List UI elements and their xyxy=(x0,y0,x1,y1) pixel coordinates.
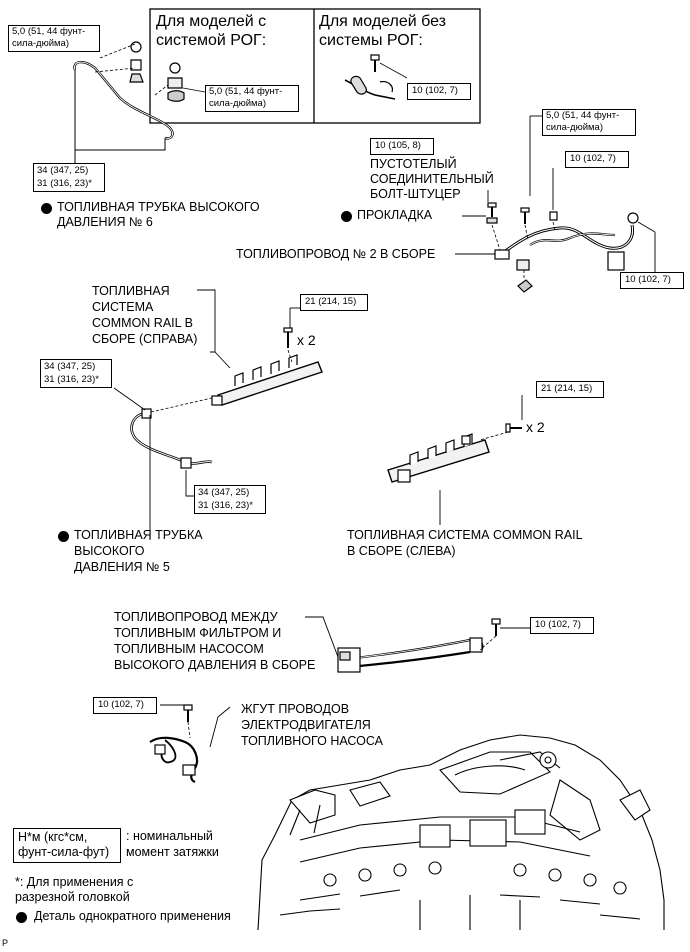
torque-value-unit: сила-дюйма) xyxy=(546,122,603,133)
header-without-rog-line2: системы РОГ: xyxy=(319,32,423,49)
single-use-marker xyxy=(41,203,52,214)
fuel-pipe-2-assembly xyxy=(455,115,656,293)
label-hp-pipe5-line3: ДАВЛЕНИЯ № 5 xyxy=(74,560,170,574)
torque-value: 10 (102, 7) xyxy=(570,153,616,164)
torque-box-filter-pipe: 10 (102, 7) xyxy=(530,617,594,634)
clamp-with-rog xyxy=(154,62,206,102)
label-hollow-bolt-line1: ПУСТОТЕЛЫЙ xyxy=(370,157,457,171)
torque-value: 10 (102, 7) xyxy=(625,274,671,285)
label-hp-pipe5-line1: ТОПЛИВНАЯ ТРУБКА xyxy=(74,528,203,542)
torque-value: 5,0 (51, 44 фунт- xyxy=(12,26,86,37)
legend-single-use: Деталь однократного применения xyxy=(34,909,231,923)
torque-value: 10 (102, 7) xyxy=(98,699,144,710)
label-rail-right-line2: СИСТЕМА xyxy=(92,300,154,314)
label-rail-right-line4: СБОРЕ (СПРАВА) xyxy=(92,332,198,346)
label-harness-line2: ЭЛЕКТРОДВИГАТЕЛЯ xyxy=(241,718,371,732)
label-hp-pipe6-line2: ДАВЛЕНИЯ № 6 xyxy=(57,215,153,229)
torque-value: 10 (102, 7) xyxy=(535,619,581,630)
engine-block xyxy=(257,734,665,931)
filter-to-pump-pipe xyxy=(305,616,530,673)
label-gasket: ПРОКЛАДКА xyxy=(357,208,433,222)
torque-value: 10 (102, 7) xyxy=(412,85,458,96)
header-without-rog-line1: Для моделей без xyxy=(319,13,447,30)
hp-fuel-pipe-6 xyxy=(73,41,174,163)
quantity-x2-left: x 2 xyxy=(526,419,545,435)
legend-unit-box: Н*м (кгс*см, фунт-сила-фут) xyxy=(13,828,121,863)
label-filter-pipe-line4: ВЫСОКОГО ДАВЛЕНИЯ В СБОРЕ xyxy=(114,658,316,672)
torque-value: 21 (214, 15) xyxy=(305,296,357,307)
torque-box-pipe2-clamp: 5,0 (51, 44 фунт- сила-дюйма) xyxy=(542,109,636,136)
common-rail-left xyxy=(387,395,523,525)
label-filter-pipe-line3: ТОПЛИВНЫМ НАСОСОМ xyxy=(114,642,264,656)
torque-box-harness: 10 (102, 7) xyxy=(93,697,157,714)
hp-fuel-pipe-5 xyxy=(113,387,213,540)
torque-box-pipe5-lower: 34 (347, 25) 31 (316, 23)* xyxy=(194,485,266,514)
torque-box-pipe5-upper: 34 (347, 25) 31 (316, 23)* xyxy=(40,359,112,388)
legend-note-line2: разрезной головкой xyxy=(15,890,130,904)
torque-box-pipe6: 34 (347, 25) 31 (316, 23)* xyxy=(33,163,105,192)
single-use-marker xyxy=(341,211,352,222)
label-hp-pipe5-line2: ВЫСОКОГО xyxy=(74,544,145,558)
torque-value: 21 (214, 15) xyxy=(541,383,593,394)
torque-value: 10 (105, 8) xyxy=(375,140,421,151)
legend-note-line1: *: Для применения с xyxy=(15,875,134,889)
label-rail-left-line2: В СБОРЕ (СЛЕВА) xyxy=(347,544,456,558)
label-hp-pipe6-line1: ТОПЛИВНАЯ ТРУБКА ВЫСОКОГО xyxy=(57,200,260,214)
torque-box-pipe6-clamp: 5,0 (51, 44 фунт- сила-дюйма) xyxy=(8,25,100,52)
legend-unit-desc-line1: : номинальный xyxy=(126,829,213,843)
footer-code: P xyxy=(2,938,9,948)
label-fuel-pipe-2: ТОПЛИВОПРОВОД № 2 В СБОРЕ xyxy=(236,247,436,261)
label-harness-line1: ЖГУТ ПРОВОДОВ xyxy=(241,702,350,716)
torque-value-alt: 31 (316, 23)* xyxy=(198,500,253,511)
torque-value-alt: 31 (316, 23)* xyxy=(37,178,92,189)
quantity-x2-right: x 2 xyxy=(297,332,316,348)
label-hollow-bolt-line2: СОЕДИНИТЕЛЬНЫЙ xyxy=(370,172,494,186)
single-use-marker xyxy=(58,531,69,542)
legend-unit-line2: фунт-сила-фут) xyxy=(18,845,110,859)
label-harness-line3: ТОПЛИВНОГО НАСОСА xyxy=(241,734,383,748)
torque-value: 5,0 (51, 44 фунт- xyxy=(546,110,620,121)
model-variant-frame xyxy=(149,8,481,124)
single-use-marker xyxy=(16,912,27,923)
fuel-pump-motor-harness xyxy=(149,704,231,784)
label-rail-right-line3: COMMON RAIL В xyxy=(92,316,193,330)
torque-box-pipe2-bolt: 10 (102, 7) xyxy=(620,272,684,289)
label-filter-pipe-line1: ТОПЛИВОПРОВОД МЕЖДУ xyxy=(114,610,278,624)
torque-value-alt: 31 (316, 23)* xyxy=(44,374,99,385)
torque-box-no-rog-clamp: 10 (102, 7) xyxy=(407,83,471,100)
torque-value: 34 (347, 25) xyxy=(198,487,250,498)
torque-box-rail-right: 21 (214, 15) xyxy=(300,294,368,311)
header-with-rog-line2: системой РОГ: xyxy=(156,32,267,49)
header-with-rog-line1: Для моделей с xyxy=(156,13,267,30)
torque-value-unit: сила-дюйма) xyxy=(12,38,69,49)
torque-box-pipe2-nut: 10 (102, 7) xyxy=(565,151,629,168)
torque-box-rog-clamp: 5,0 (51, 44 фунт- сила-дюйма) xyxy=(205,85,299,112)
clamp-without-rog xyxy=(344,54,408,100)
torque-value: 34 (347, 25) xyxy=(37,165,89,176)
torque-value: 34 (347, 25) xyxy=(44,361,96,372)
legend-unit-line1: Н*м (кгс*см, xyxy=(18,830,88,844)
torque-value-unit: сила-дюйма) xyxy=(209,98,266,109)
legend-unit-desc-line2: момент затяжки xyxy=(126,845,219,859)
label-filter-pipe-line2: ТОПЛИВНЫМ ФИЛЬТРОМ И xyxy=(114,626,282,640)
torque-box-hollow-bolt: 10 (105, 8) xyxy=(370,138,434,155)
common-rail-right xyxy=(197,289,323,406)
label-rail-left-line1: ТОПЛИВНАЯ СИСТЕМА COMMON RAIL xyxy=(347,528,583,542)
torque-value: 5,0 (51, 44 фунт- xyxy=(209,86,283,97)
torque-box-rail-left: 21 (214, 15) xyxy=(536,381,604,398)
label-rail-right-line1: ТОПЛИВНАЯ xyxy=(92,284,170,298)
label-hollow-bolt-line3: БОЛТ-ШТУЦЕР xyxy=(370,187,461,201)
